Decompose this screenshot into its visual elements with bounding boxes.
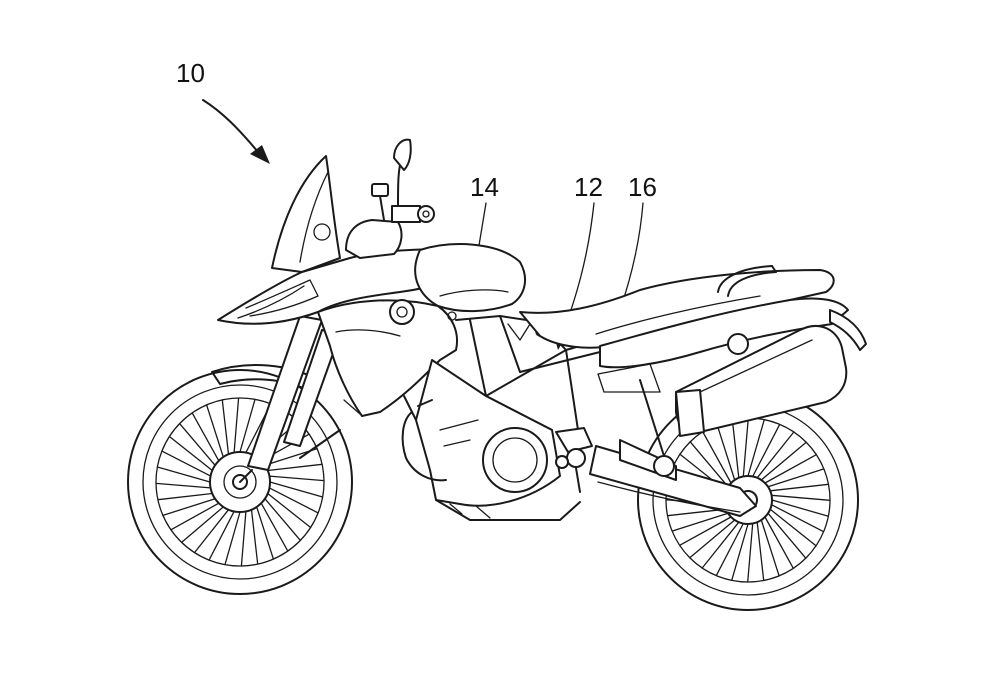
spoke — [268, 487, 319, 514]
headlight — [245, 279, 319, 317]
spoke — [747, 522, 754, 583]
luggage-rack — [717, 265, 777, 297]
spoke — [267, 463, 323, 472]
spoke — [267, 492, 312, 529]
spoke — [756, 521, 765, 582]
spoke — [268, 475, 325, 482]
spoke — [731, 523, 749, 582]
spoke — [770, 494, 831, 501]
spoke — [731, 418, 740, 479]
footpeg-assembly — [555, 427, 593, 493]
spoke — [715, 522, 744, 577]
crash-bar-mount — [417, 399, 433, 407]
spoke — [752, 423, 781, 478]
cowl-crease — [237, 285, 305, 319]
spoke — [767, 512, 807, 559]
spoke — [269, 481, 324, 498]
spoke — [716, 423, 736, 481]
rear-fender — [829, 309, 867, 351]
lower-frame-line — [403, 395, 417, 421]
windscreen — [271, 155, 341, 273]
spoke — [178, 422, 216, 466]
spoke — [155, 482, 212, 489]
spoke — [702, 431, 732, 484]
spoke — [767, 468, 825, 488]
leader-10 — [202, 99, 259, 153]
spoke — [769, 483, 830, 492]
arrowhead-10 — [250, 145, 270, 164]
spoke — [205, 404, 224, 458]
chain-guard — [597, 481, 741, 513]
spoke — [264, 498, 302, 542]
spoke — [250, 509, 259, 565]
spoke — [224, 511, 241, 566]
handlebar-assembly — [345, 138, 435, 259]
spoke — [239, 398, 256, 453]
spoke — [208, 510, 235, 561]
label-14: 14 — [470, 172, 499, 202]
spoke — [679, 516, 732, 546]
label-12: 12 — [574, 172, 603, 202]
spoke — [162, 498, 216, 517]
spoke — [771, 499, 830, 517]
spoke — [701, 521, 740, 569]
spoke — [764, 454, 817, 484]
label-16: 16 — [628, 172, 657, 202]
spoke — [764, 516, 794, 569]
fairing-edge — [343, 399, 361, 415]
label-10: 10 — [176, 58, 205, 88]
engine — [415, 359, 581, 521]
spoke — [260, 502, 289, 552]
spoke — [756, 431, 795, 479]
spoke — [671, 512, 729, 532]
spoke — [760, 519, 780, 577]
spoke — [760, 441, 807, 481]
spoke — [233, 397, 240, 454]
spoke — [157, 492, 213, 501]
radiator-shroud — [317, 299, 458, 417]
spoke — [769, 508, 817, 547]
spoke — [191, 412, 220, 462]
spoke — [770, 504, 825, 533]
spoke — [747, 418, 765, 477]
spoke — [168, 435, 213, 472]
spoke — [221, 399, 230, 455]
spoke — [742, 417, 749, 478]
spoke — [156, 466, 211, 483]
spoke — [193, 509, 230, 554]
spoke — [240, 510, 247, 567]
spoke — [256, 506, 275, 560]
swingarm — [589, 439, 757, 517]
spoke — [689, 519, 736, 559]
fuel-tank — [414, 243, 527, 313]
spoke — [689, 441, 729, 488]
spoke — [170, 502, 220, 531]
rear-shock — [639, 379, 665, 457]
spoke — [161, 450, 212, 477]
exhaust-silencer — [675, 325, 848, 437]
crash-bar — [401, 411, 447, 482]
spoke — [180, 506, 224, 544]
